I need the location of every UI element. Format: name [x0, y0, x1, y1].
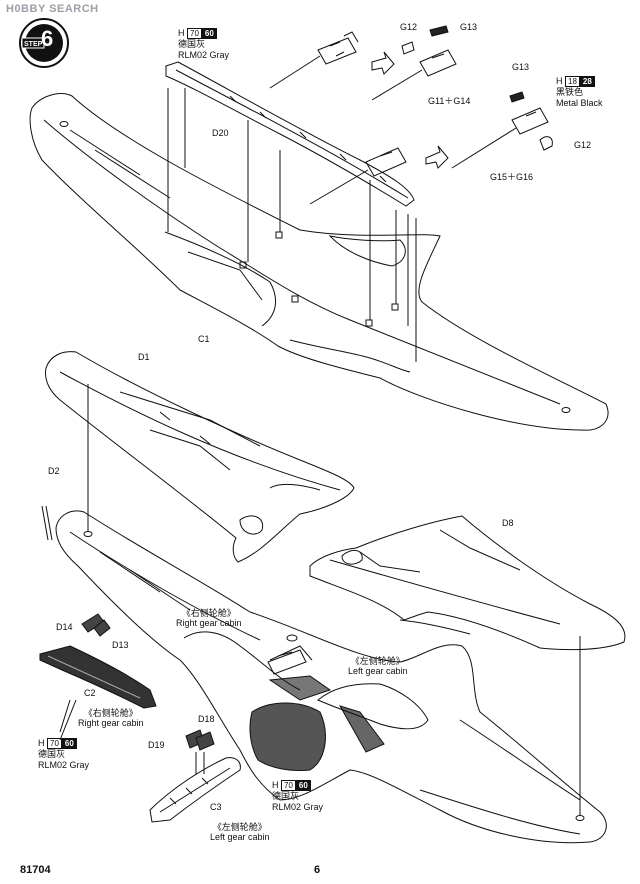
cabin-cn: 《左侧轮舱》 [350, 656, 405, 666]
cabin-label-right-bottom: 《右侧轮舱》 Right gear cabin [78, 708, 144, 728]
paint-prefix: H [556, 76, 563, 86]
part-label-g13b: G13 [512, 62, 530, 72]
paint-prefix: H [38, 738, 45, 748]
part-label-g13a: G13 [460, 22, 478, 32]
paint-name: Metal Black [556, 98, 603, 108]
step-number: 6 [41, 26, 54, 51]
part-label-c1: C1 [198, 334, 210, 344]
upper-wing-outline [29, 93, 609, 431]
part-label-d1: D1 [138, 352, 150, 362]
cabin-cn: 《右侧轮舱》 [83, 708, 138, 718]
paint-name: RLM02 Gray [38, 760, 90, 770]
mg-gun-center [309, 147, 407, 205]
gear-door-c2 [39, 645, 157, 709]
paint-cn: 德国灰 [272, 791, 300, 801]
paint-prefix: H [272, 780, 279, 790]
part-label-d20: D20 [212, 128, 229, 138]
paint-name: RLM02 Gray [272, 802, 324, 812]
part-label-d13: D13 [112, 640, 129, 650]
wing-panel-d1 [45, 351, 355, 563]
paint-code: 70 [187, 28, 202, 39]
paint-cn: 德国灰 [38, 749, 66, 759]
paint-code-alt: 28 [579, 76, 595, 87]
wing-panel-d8 [309, 515, 626, 651]
paint-code: 18 [565, 76, 580, 87]
rod-d2 [41, 505, 49, 541]
part-label-g12a: G12 [400, 22, 418, 32]
gear-door-c3 [149, 757, 241, 823]
cabin-en: Left gear cabin [348, 666, 408, 676]
paint-cn: 黑铁色 [556, 87, 584, 97]
part-d18-d19 [185, 729, 215, 751]
kit-number: 81704 [20, 864, 51, 876]
part-label-d14: D14 [56, 622, 73, 632]
mg-gun-mid [371, 49, 457, 101]
part-label-d19: D19 [148, 740, 165, 750]
part-d14 [81, 613, 111, 637]
paint-prefix: H [178, 28, 185, 38]
step-label: STEP [24, 41, 43, 48]
page-number: 6 [314, 864, 321, 876]
paint-code-alt: 60 [201, 28, 217, 39]
cabin-cn: 《右侧轮舱》 [181, 608, 236, 618]
part-label-c3: C3 [210, 802, 222, 812]
mg-gun-right [451, 107, 553, 169]
part-label-g15-g16: G15＋G16 [490, 172, 534, 182]
part-label-d18: D18 [198, 714, 215, 724]
cabin-label-left-bottom: 《左侧轮舱》 Left gear cabin [210, 822, 270, 842]
lower-wing-outline [55, 510, 607, 844]
part-label-d2: D2 [48, 466, 60, 476]
mg-gun-top-left [269, 31, 359, 89]
gear-bay-hatching [249, 675, 385, 771]
cabin-en: Left gear cabin [210, 832, 270, 842]
paint-code-alt: 60 [61, 738, 77, 749]
paint-cn: 德国灰 [178, 39, 206, 49]
cabin-label-left-top: 《左侧轮舱》 Left gear cabin [348, 656, 408, 676]
part-label-g12b: G12 [574, 140, 592, 150]
step-badge [19, 18, 69, 68]
cabin-cn: 《左侧轮舱》 [212, 822, 267, 832]
part-label-g11-g14: G11＋G14 [428, 96, 471, 106]
paint-code: 70 [281, 780, 296, 791]
cabin-en: Right gear cabin [176, 618, 242, 628]
part-label-c2: C2 [84, 688, 96, 698]
spar-d20 [165, 61, 415, 207]
paint-name: RLM02 Gray [178, 50, 230, 60]
watermark-text: H0BBY SEARCH [6, 3, 99, 15]
paint-code-alt: 60 [295, 780, 311, 791]
part-label-d8: D8 [502, 518, 514, 528]
cabin-label-right-top: 《右侧轮舱》 Right gear cabin [176, 608, 242, 628]
cabin-en: Right gear cabin [78, 718, 144, 728]
paint-code: 70 [47, 738, 62, 749]
